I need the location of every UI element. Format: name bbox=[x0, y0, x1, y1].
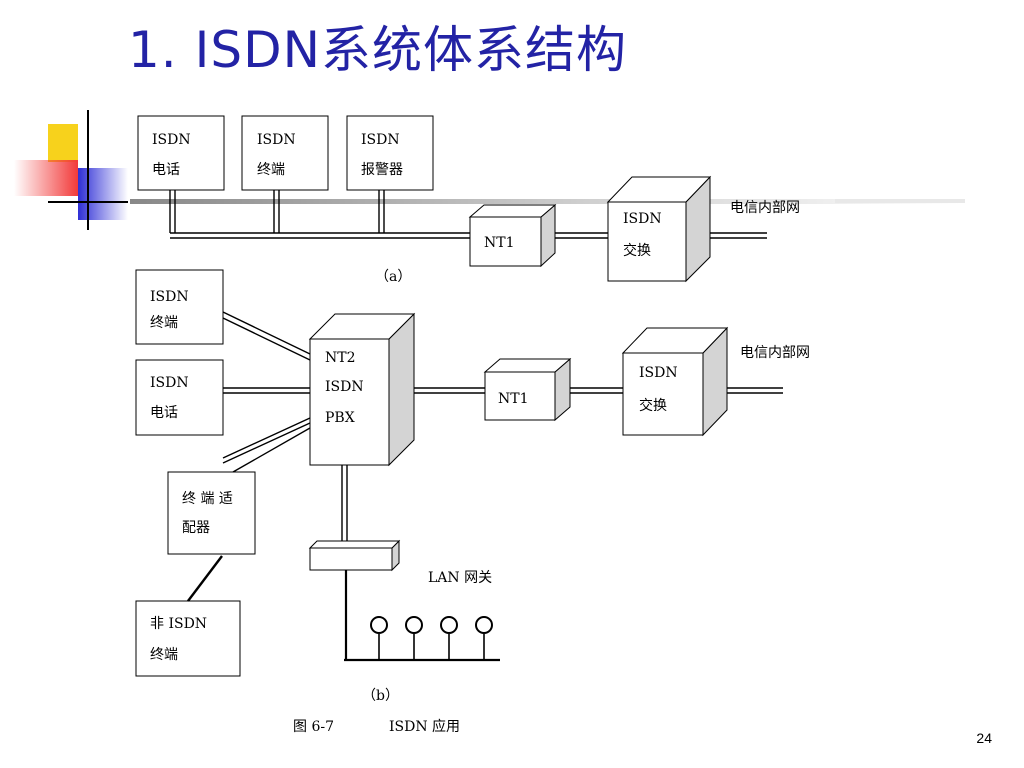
isdn-switch-a-line2: 交换 bbox=[623, 242, 651, 259]
lan-nodes bbox=[370, 616, 493, 660]
lan-gateway-label: LAN 网关 bbox=[428, 570, 492, 586]
diagram-b: ISDN 终端 ISDN 电话 终 端 适 配器 非 ISDN 终端 bbox=[135, 269, 810, 704]
telecom-network-label-b: 电信内部网 bbox=[740, 345, 810, 361]
isdn-terminal-b-line2: 终端 bbox=[150, 315, 178, 331]
link-nt1-switch-b bbox=[570, 387, 623, 394]
links-to-pbx bbox=[187, 311, 311, 602]
slide-title: 1. ISDN系统体系结构 bbox=[128, 21, 627, 79]
decorative-logo bbox=[14, 110, 965, 230]
isdn-phone-box-a: ISDN 电话 bbox=[137, 115, 225, 191]
terminal-adapter-box: 终 端 适 配器 bbox=[167, 471, 256, 555]
figure-caption: ISDN 应用 bbox=[389, 718, 460, 735]
link-switch-network-b bbox=[727, 387, 783, 394]
lan-gateway-box bbox=[308, 539, 401, 572]
isdn-phone-a-line2: 电话 bbox=[152, 162, 180, 178]
diagram-b-label: （b） bbox=[362, 688, 399, 704]
pbx-line2: ISDN bbox=[325, 379, 364, 395]
link-switch-network-a bbox=[710, 232, 767, 239]
isdn-phone-b-line1: ISDN bbox=[150, 375, 189, 391]
terminal-adapter-line2: 配器 bbox=[182, 520, 210, 536]
isdn-switch-b-line1: ISDN bbox=[639, 365, 678, 381]
link-nt1-switch-a bbox=[555, 232, 608, 239]
nt1-box-b: NT1 bbox=[483, 357, 572, 422]
nt2-isdn-pbx-box: NT2 ISDN PBX bbox=[308, 312, 416, 467]
isdn-terminal-a-line1: ISDN bbox=[257, 132, 296, 148]
bus-line-a bbox=[170, 232, 470, 239]
isdn-phone-a-line1: ISDN bbox=[152, 132, 191, 148]
pbx-line3: PBX bbox=[325, 410, 355, 426]
bus-drops-a bbox=[169, 190, 385, 233]
telecom-network-label-a: 电信内部网 bbox=[730, 200, 800, 216]
isdn-phone-box-b: ISDN 电话 bbox=[135, 359, 224, 436]
terminal-adapter-line1: 终 端 适 bbox=[182, 491, 233, 507]
diagram-a-label: （a） bbox=[375, 269, 411, 285]
link-pbx-nt1-b bbox=[414, 387, 485, 394]
non-isdn-terminal-box: 非 ISDN 终端 bbox=[135, 600, 241, 677]
isdn-alarm-a-line2: 报警器 bbox=[361, 162, 403, 178]
isdn-terminal-box-b: ISDN 终端 bbox=[135, 269, 224, 345]
non-isdn-terminal-line1: 非 ISDN bbox=[150, 616, 207, 632]
isdn-phone-b-line2: 电话 bbox=[150, 405, 178, 421]
isdn-alarm-a-line1: ISDN bbox=[361, 132, 400, 148]
isdn-switch-box-b: ISDN 交换 bbox=[621, 326, 729, 437]
page-number: 24 bbox=[976, 730, 992, 746]
lan-bus bbox=[344, 570, 500, 662]
isdn-alarm-box-a: ISDN 报警器 bbox=[346, 115, 434, 191]
nt1-a-label: NT1 bbox=[484, 235, 515, 251]
nt1-b-label: NT1 bbox=[498, 391, 529, 407]
isdn-terminal-b-line1: ISDN bbox=[150, 289, 189, 305]
isdn-terminal-a-line2: 终端 bbox=[257, 162, 285, 178]
isdn-terminal-box-a: ISDN 终端 bbox=[241, 115, 329, 191]
figure-number: 图 6-7 bbox=[293, 719, 334, 735]
isdn-switch-box-a: ISDN 交换 bbox=[606, 175, 712, 283]
isdn-switch-b-line2: 交换 bbox=[639, 397, 667, 414]
isdn-switch-a-line1: ISDN bbox=[623, 211, 662, 227]
diagram-a: ISDN 电话 ISDN 终端 ISDN 报警器 NT bbox=[137, 115, 800, 285]
pbx-line1: NT2 bbox=[325, 350, 356, 366]
link-pbx-lan bbox=[341, 465, 348, 541]
nt1-box-a: NT1 bbox=[468, 203, 557, 268]
non-isdn-terminal-line2: 终端 bbox=[150, 647, 178, 663]
